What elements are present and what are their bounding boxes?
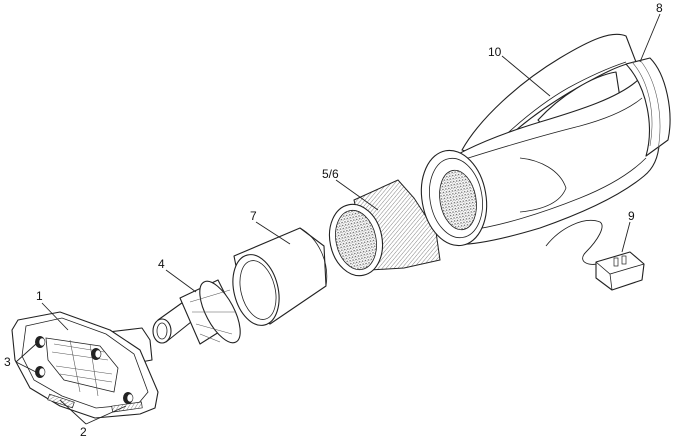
filter-assembly — [328, 179, 441, 277]
wheel-icon — [123, 392, 134, 404]
funnel-part — [152, 279, 241, 345]
brush-strip-icon — [111, 401, 143, 413]
callout-2: 2 — [80, 425, 87, 439]
callout-9: 9 — [628, 209, 635, 223]
charger-adapter — [545, 220, 645, 291]
vacuum-main-body — [420, 33, 671, 247]
pre-filter-cone — [232, 227, 328, 326]
callout-3: 3 — [4, 355, 11, 369]
callout-10: 10 — [488, 45, 502, 59]
wheel-icon — [35, 336, 46, 348]
callout-7: 7 — [250, 209, 257, 223]
callout-8: 8 — [656, 1, 663, 15]
base-nozzle-plate — [11, 311, 159, 419]
callout-5-6: 5/6 — [322, 167, 339, 181]
callout-labels: 1 2 3 4 5/6 7 8 9 10 — [4, 1, 663, 439]
callout-1: 1 — [36, 289, 43, 303]
wheel-icon — [91, 348, 102, 360]
wheel-icon — [35, 366, 46, 378]
leader-lines — [15, 13, 661, 425]
callout-4: 4 — [158, 257, 165, 271]
